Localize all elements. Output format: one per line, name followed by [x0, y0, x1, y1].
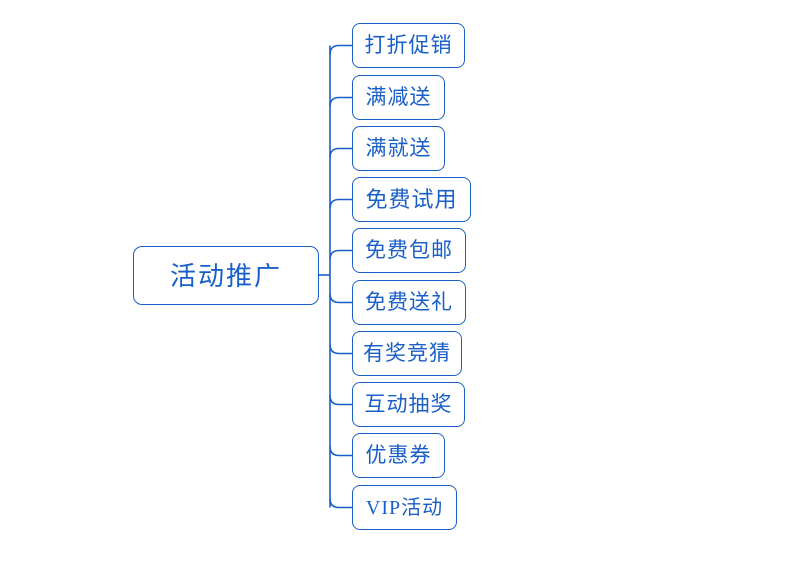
- child-node-label: 满就送: [365, 137, 432, 160]
- child-node-8[interactable]: 互动抽奖: [352, 382, 465, 427]
- child-node-label: 互动抽奖: [364, 393, 453, 416]
- child-node-10[interactable]: VIP活动: [352, 485, 457, 530]
- child-node-5[interactable]: 免费包邮: [352, 228, 466, 273]
- branch-line-2: [329, 96, 352, 107]
- child-node-2[interactable]: 满减送: [352, 75, 445, 120]
- child-node-9[interactable]: 优惠券: [352, 433, 445, 478]
- branch-line-9: [329, 446, 352, 457]
- branch-line-10: [329, 498, 352, 509]
- child-node-1[interactable]: 打折促销: [352, 23, 465, 68]
- branch-line-4: [329, 198, 352, 209]
- child-node-label: 优惠券: [365, 444, 432, 467]
- child-node-6[interactable]: 免费送礼: [352, 280, 466, 325]
- child-node-label: 满减送: [365, 86, 432, 109]
- child-node-label: 打折促销: [364, 34, 453, 57]
- branch-line-3: [329, 147, 352, 158]
- child-node-label: 免费包邮: [365, 239, 453, 262]
- root-node-label: 活动推广: [169, 260, 282, 291]
- child-node-label: 免费试用: [365, 186, 458, 212]
- child-node-label: 免费送礼: [365, 291, 453, 314]
- child-node-label: 有奖竞猜: [363, 342, 451, 365]
- child-node-label: VIP活动: [365, 496, 444, 519]
- branch-line-8: [329, 395, 352, 406]
- branch-line-7: [329, 344, 352, 355]
- branch-line-1: [329, 44, 352, 55]
- branch-line-6: [329, 293, 352, 304]
- branch-line-5: [329, 249, 352, 260]
- child-node-3[interactable]: 满就送: [352, 126, 445, 171]
- child-node-7[interactable]: 有奖竞猜: [352, 331, 462, 376]
- root-node-activity-promotion[interactable]: 活动推广: [133, 246, 319, 305]
- child-node-4[interactable]: 免费试用: [352, 177, 471, 222]
